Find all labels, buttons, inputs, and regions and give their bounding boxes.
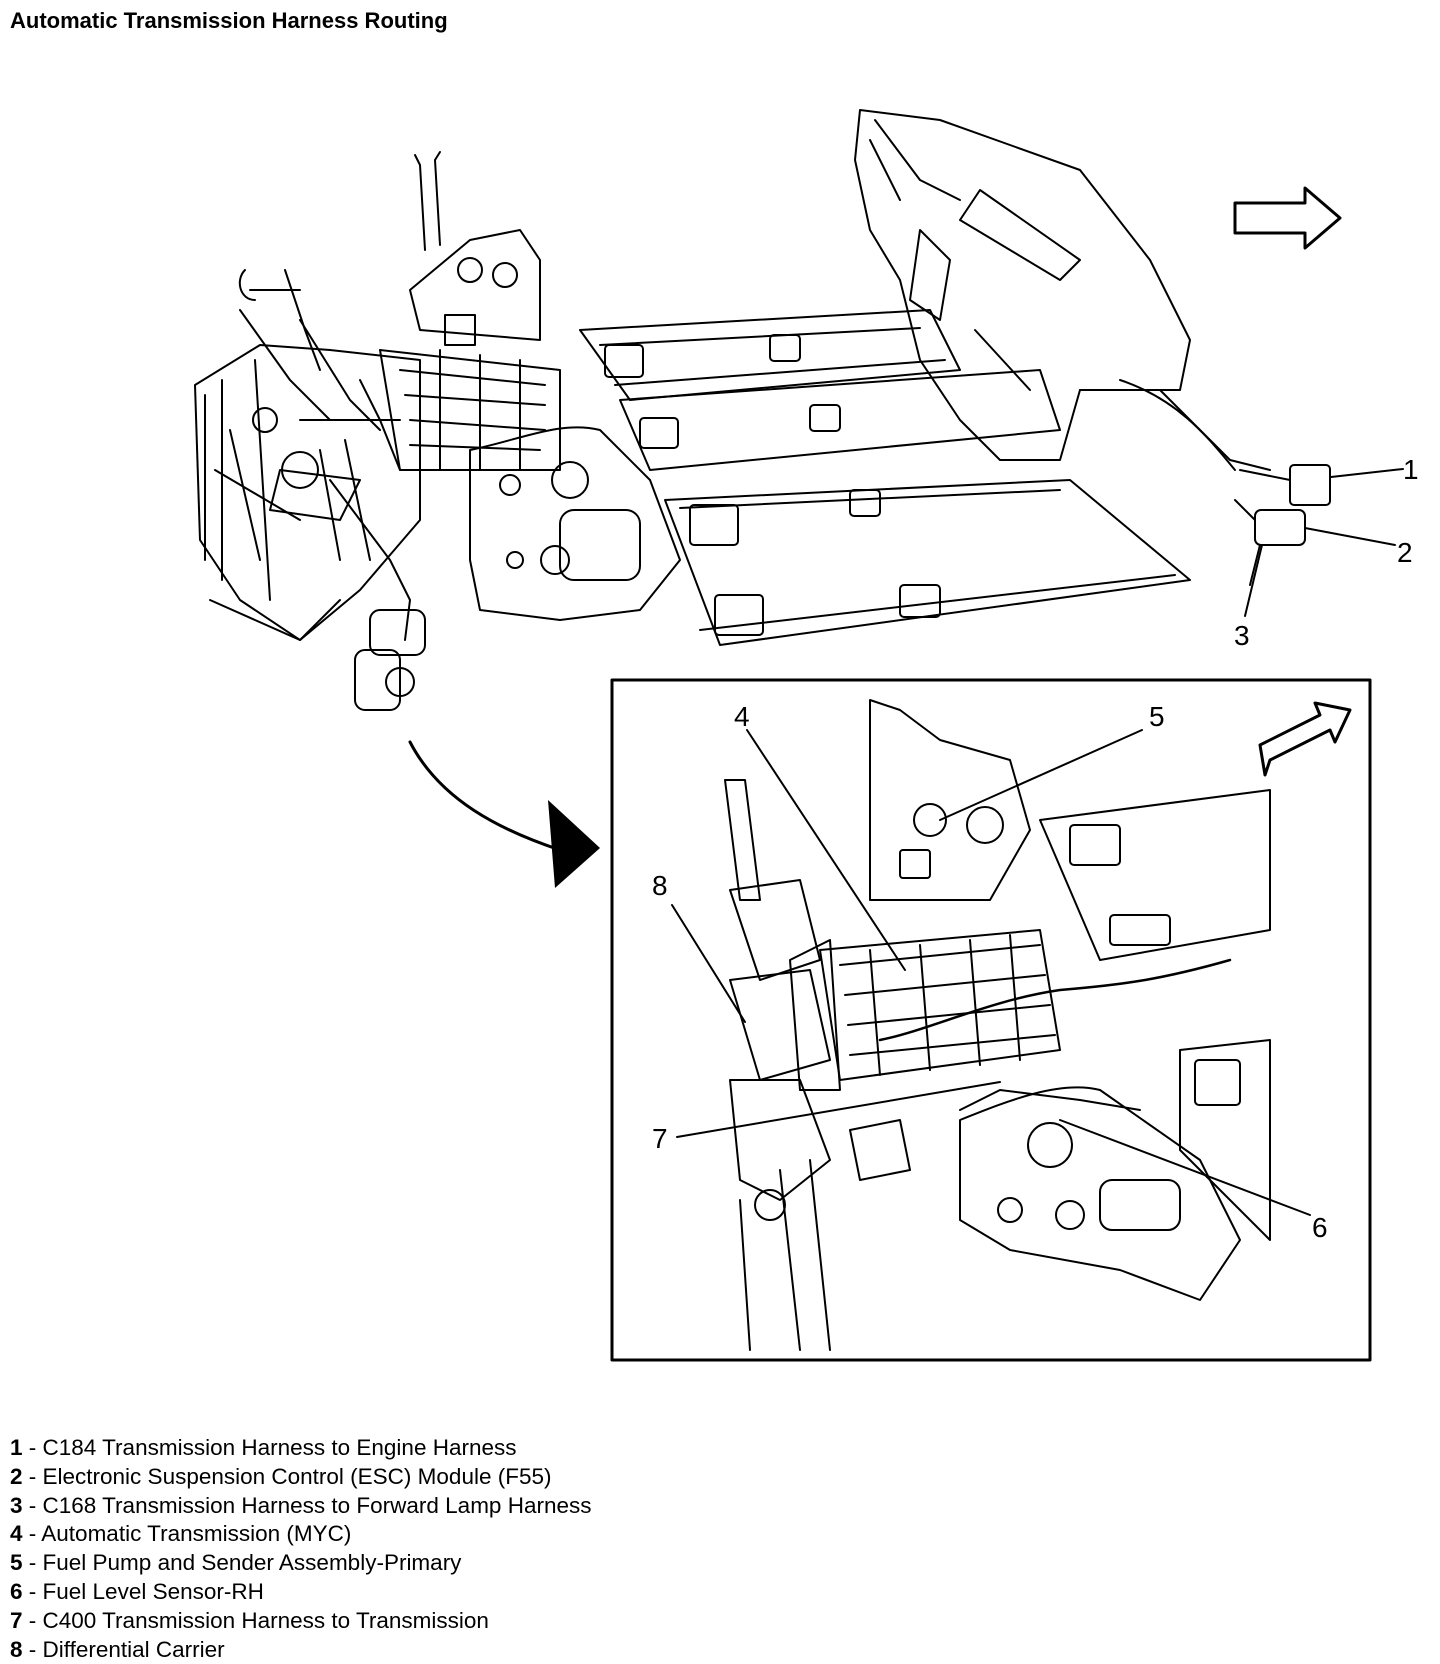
legend-number: 7 (10, 1607, 23, 1633)
legend-item: 6 - Fuel Level Sensor-RH (10, 1578, 591, 1607)
detail-pointer-arrowhead-icon (548, 800, 600, 888)
legend-text: Electronic Suspension Control (ESC) Modu… (42, 1463, 552, 1489)
leader-6 (1059, 1119, 1311, 1216)
callout-7: 7 (652, 1123, 668, 1154)
legend-number: 1 (10, 1435, 23, 1460)
connectors-1-2-3 (1234, 464, 1331, 586)
legend-separator: - (22, 1435, 43, 1460)
legend-text: Automatic Transmission (MYC) (41, 1521, 352, 1547)
legend-item: 8 - Differential Carrier (10, 1636, 591, 1664)
leader-2 (1304, 527, 1396, 546)
legend-separator: - (22, 1636, 43, 1662)
detail-inset (610, 678, 1372, 1362)
legend-separator: - (22, 1550, 43, 1576)
legend-text: C400 Transmission Harness to Transmissio… (42, 1607, 489, 1633)
legend-list: 1 - C184 Transmission Harness to Engine … (10, 1434, 591, 1664)
callout-4: 4 (734, 701, 750, 732)
legend-text: C184 Transmission Harness to Engine Harn… (42, 1435, 517, 1460)
legend-separator: - (22, 1492, 43, 1518)
legend-item: 5 - Fuel Pump and Sender Assembly-Primar… (10, 1549, 591, 1578)
callout-6: 6 (1312, 1212, 1328, 1243)
legend-number: 4 (10, 1521, 23, 1547)
legend-number: 5 (10, 1550, 23, 1576)
callout-8: 8 (652, 870, 668, 901)
front-body-shell (854, 109, 1271, 471)
legend-number: 6 (10, 1578, 23, 1604)
floor-panels (579, 309, 1191, 646)
legend-item: 4 - Automatic Transmission (MYC) (10, 1520, 591, 1549)
legend-text: C168 Transmission Harness to Forward Lam… (42, 1492, 592, 1518)
legend-text: Fuel Pump and Sender Assembly-Primary (42, 1550, 462, 1576)
detail-pointer-arrow (408, 740, 562, 852)
legend-item: 1 - C184 Transmission Harness to Engine … (10, 1434, 591, 1463)
leader-1 (1330, 468, 1404, 478)
leader-4 (746, 729, 906, 971)
forward-arrow-icon (1233, 186, 1342, 250)
legend-number: 2 (10, 1463, 23, 1489)
leader-7 (676, 1081, 1001, 1138)
fuel-tank (469, 426, 681, 621)
callout-5: 5 (1149, 701, 1165, 732)
legend-separator: - (22, 1578, 43, 1604)
overview-drawing (194, 109, 1404, 711)
legend-item: 2 - Electronic Suspension Control (ESC) … (10, 1463, 591, 1492)
diagram-title: Automatic Transmission Harness Routing (10, 8, 448, 33)
legend-number: 8 (10, 1636, 23, 1662)
callout-2: 2 (1397, 537, 1413, 568)
rear-axle-assembly (194, 269, 426, 711)
legend-separator: - (22, 1463, 43, 1489)
inset-forward-arrow-icon (1258, 701, 1352, 777)
legend-number: 3 (10, 1492, 23, 1518)
leader-5 (939, 729, 1143, 821)
harness-illustration: 1 2 3 4 5 6 7 8 (194, 109, 1419, 1362)
legend-item: 7 - C400 Transmission Harness to Transmi… (10, 1607, 591, 1636)
legend-text: Fuel Level Sensor-RH (42, 1578, 264, 1604)
transmission-body (379, 151, 561, 471)
legend-text: Differential Carrier (42, 1636, 225, 1662)
leader-3 (1244, 544, 1263, 617)
callout-1: 1 (1403, 454, 1419, 485)
legend-separator: - (22, 1607, 43, 1633)
callout-3: 3 (1234, 620, 1250, 651)
leader-8 (671, 904, 746, 1023)
legend-separator: - (22, 1521, 42, 1547)
legend-item: 3 - C168 Transmission Harness to Forward… (10, 1492, 591, 1521)
